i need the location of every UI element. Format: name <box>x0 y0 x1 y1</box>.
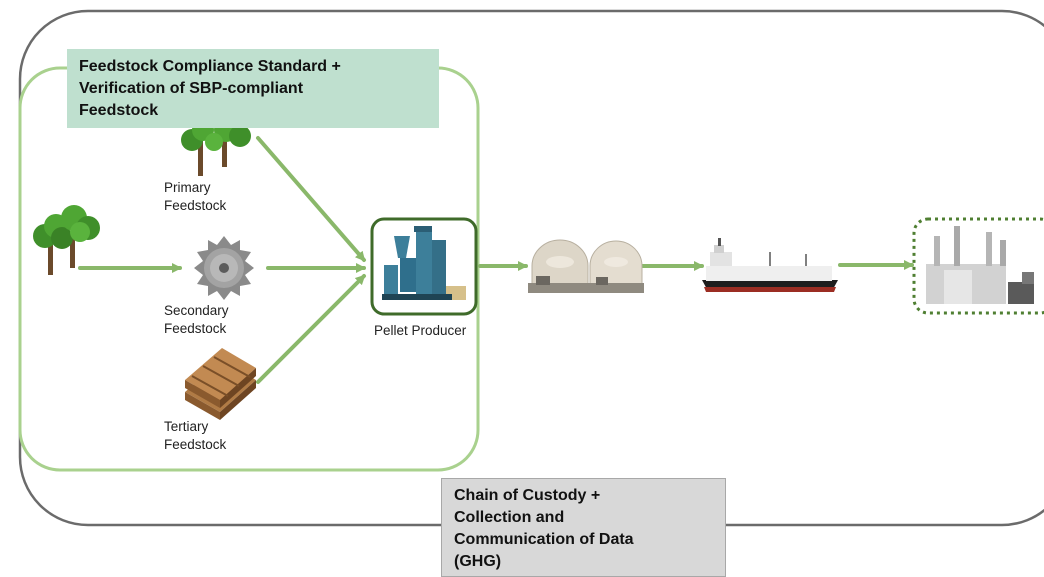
trees-icon <box>33 205 100 275</box>
pallets-icon <box>185 348 256 420</box>
pellet-producer-label: Pellet Producer <box>374 323 467 338</box>
primary-feedstock-label: Primary Feedstock <box>164 179 226 215</box>
arrow-primary-to-producer <box>256 136 366 262</box>
saw-blade-icon <box>194 236 254 300</box>
secondary-feedstock-label: Secondary Feedstock <box>164 302 229 338</box>
cargo-ship-icon <box>702 238 838 292</box>
secondary-label-line-2: Feedstock <box>164 321 227 336</box>
tertiary-label-line-1: Tertiary <box>164 419 209 434</box>
custody-line-3: Communication of Data <box>454 531 634 548</box>
arrow-tertiary-to-producer <box>256 274 366 384</box>
tertiary-feedstock-label: Tertiary Feedstock <box>164 418 226 454</box>
custody-line-4: (GHG) <box>454 553 502 570</box>
primary-label-line-2: Feedstock <box>164 198 227 213</box>
verification-line-2: Verification of SBP-compliant <box>79 80 304 97</box>
feedstock-verification-box: Feedstock Compliance Standard + Verifica… <box>67 49 439 128</box>
custody-line-1: Chain of Custody + <box>454 487 601 504</box>
primary-label-line-1: Primary <box>164 180 211 195</box>
secondary-label-line-1: Secondary <box>164 303 229 318</box>
chain-of-custody-box: Chain of Custody + Collection and Commun… <box>441 478 726 577</box>
power-station-icon <box>912 217 1044 315</box>
verification-line-3: Feedstock <box>79 102 159 119</box>
storage-domes-icon <box>528 239 644 293</box>
verification-line-1: Feedstock Compliance Standard + <box>79 58 341 75</box>
flow-arrows <box>78 136 914 384</box>
custody-line-2: Collection and <box>454 509 565 526</box>
tertiary-label-line-2: Feedstock <box>164 437 227 452</box>
pellet-mill-icon <box>370 217 478 316</box>
